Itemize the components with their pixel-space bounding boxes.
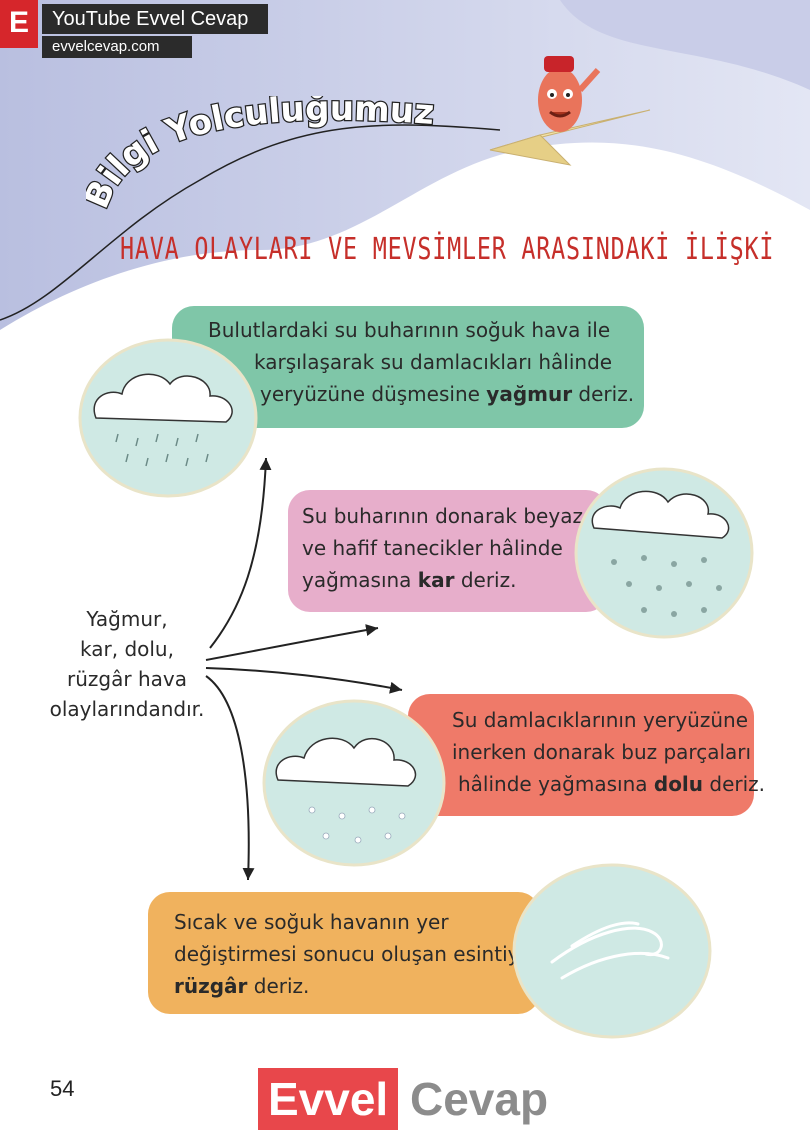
brand-channel: YouTube Evvel Cevap: [42, 4, 268, 34]
footer-logo-evvel: Evvel: [258, 1068, 399, 1130]
hail-term: dolu: [653, 772, 704, 796]
hail-definition-card: Su damlacıklarının yeryüzüne inerken don…: [408, 694, 766, 816]
rain-line-2: karşılaşarak su damlacıkları hâlinde: [254, 350, 613, 374]
rain-cloud-icon: [78, 338, 258, 498]
svg-text:Bilgi Yolculuğumuz: Bilgi Yolculuğumuz: [86, 96, 435, 214]
wind-line-1: Sıcak ve soğuk havanın yer: [174, 910, 449, 934]
snow-definition-card: Su buharının donarak beyaz ve hafif tane…: [288, 490, 608, 612]
footer-logo-cevap: Cevap: [410, 1073, 549, 1125]
rain-line-3: yeryüzüne düşmesine yağmur deriz.: [260, 382, 635, 406]
brand-badge: E: [0, 0, 38, 48]
banner-title-text: Bilgi Yolculuğumuz: [86, 96, 437, 215]
banner-title: Bilgi Yolculuğumuz: [86, 96, 437, 215]
hail-line-3: hâlinde yağmasına dolu deriz.: [458, 772, 766, 796]
snow-line-2: ve hafif tanecikler hâlinde: [302, 536, 563, 560]
brand-url[interactable]: evvelcevap.com: [42, 36, 192, 58]
hail-cloud-icon: [262, 699, 446, 867]
wind-term: rüzgâr: [174, 974, 248, 998]
wind-icon: [512, 863, 712, 1039]
mascot-plane-illustration: [489, 56, 651, 166]
rain-term: yağmur: [486, 382, 573, 406]
snow-line-3: yağmasına kar deriz.: [302, 568, 517, 592]
page-heading: HAVA OLAYLARI VE MEVSİMLER ARASINDAKİ İL…: [120, 232, 775, 267]
background-wave: [0, 0, 810, 330]
wind-line-2: değiştirmesi sonucu oluşan esintiye: [174, 942, 532, 966]
hail-line-1: Su damlacıklarının yeryüzüne: [452, 708, 748, 732]
wind-line-3: rüzgâr deriz.: [174, 974, 310, 998]
snow-term: kar: [417, 568, 455, 592]
page-number: 54: [50, 1076, 75, 1101]
weather-events-summary: Yağmur, kar, dolu, rüzgâr hava olayların…: [49, 607, 205, 721]
wind-definition-card: Sıcak ve soğuk havanın yer değiştirmesi …: [148, 892, 540, 1014]
snow-line-1: Su buharının donarak beyaz: [302, 504, 583, 528]
hail-line-2: inerken donarak buz parçaları: [452, 740, 752, 764]
snow-cloud-icon: [574, 467, 754, 639]
rain-line-1: Bulutlardaki su buharının soğuk hava ile: [208, 318, 611, 342]
